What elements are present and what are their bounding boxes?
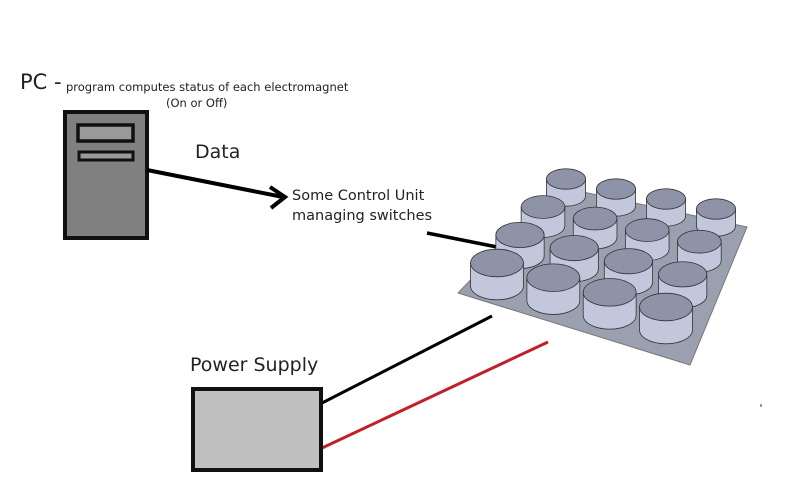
power-wire-red xyxy=(321,340,549,450)
electromagnet xyxy=(582,278,637,330)
data-label: Data xyxy=(195,141,241,163)
pc-description-note: (On or Off) xyxy=(166,96,228,110)
electromagnet xyxy=(526,263,581,315)
pc-disk-slot xyxy=(77,150,135,162)
electromagnet xyxy=(696,198,736,237)
stray-mark xyxy=(760,404,762,407)
arrow-head-icon xyxy=(268,185,289,210)
power-supply-box xyxy=(191,387,323,472)
electromagnet-grid xyxy=(470,168,736,345)
power-wire-black xyxy=(321,314,493,405)
pc-title: PC - xyxy=(20,70,62,94)
pc-tower xyxy=(63,110,149,240)
data-arrow xyxy=(146,168,289,210)
pc-drive-bay xyxy=(76,123,135,143)
power-supply-label: Power Supply xyxy=(190,354,319,376)
electromagnet xyxy=(639,292,693,345)
control-wire xyxy=(426,231,498,249)
electromagnet xyxy=(470,248,524,301)
control-unit-label: Some Control Unit managing switches xyxy=(292,186,432,226)
control-unit-line1: Some Control Unit xyxy=(292,188,425,204)
pc-description: program computes status of each electrom… xyxy=(66,80,349,94)
control-unit-line2: managing switches xyxy=(292,208,433,224)
